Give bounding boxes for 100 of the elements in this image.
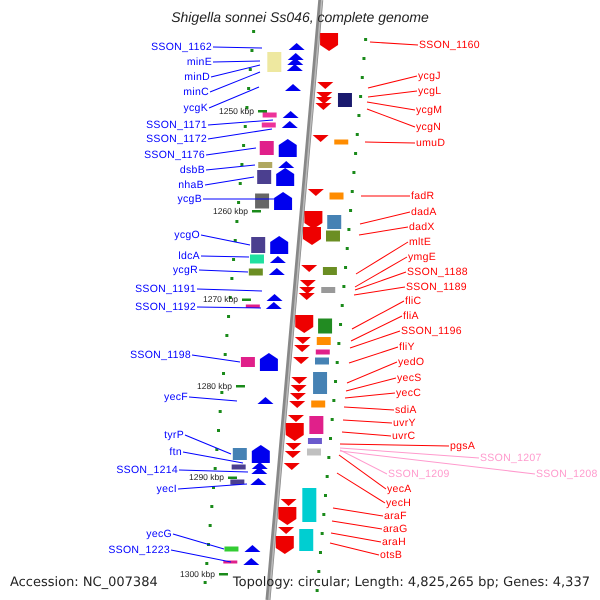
scale-label: 1290 kbp xyxy=(189,473,224,482)
leader-line xyxy=(206,164,256,170)
gene-label: pgsA xyxy=(450,440,476,452)
scale-label: 1270 kbp xyxy=(203,295,238,304)
gene-label: minE xyxy=(186,56,212,68)
gene-label: yecC xyxy=(396,387,422,399)
scale-label: 1250 kbp xyxy=(219,106,254,116)
leader-line xyxy=(212,46,262,48)
gene-label: minD xyxy=(184,71,210,83)
gene-label: uvrY xyxy=(393,417,416,429)
leader-line xyxy=(170,550,232,562)
leader-line xyxy=(340,450,536,474)
gene-label: SSON_1208 xyxy=(536,468,598,480)
gene-label: ldcA xyxy=(178,250,200,262)
leader-line xyxy=(366,102,416,110)
gene-label: ycgJ xyxy=(418,70,441,82)
gene-label: SSON_1223 xyxy=(108,544,170,556)
leader-line xyxy=(340,450,388,474)
scale-label: 1260 kbp xyxy=(213,206,248,216)
gene-label: fliC xyxy=(405,295,422,307)
leader-line xyxy=(212,60,260,62)
leader-line xyxy=(370,42,418,46)
gene-label: SSON_1198 xyxy=(130,349,191,361)
leader-line xyxy=(192,354,240,362)
gene-label: SSON_1196 xyxy=(401,325,462,337)
leader-line xyxy=(182,452,244,464)
gene-label: araH xyxy=(382,536,406,548)
leader-line xyxy=(354,256,408,288)
gene-label: yecG xyxy=(146,528,172,540)
leader-line xyxy=(196,306,262,308)
leader-line xyxy=(210,72,260,92)
gene-label: SSON_1191 xyxy=(135,283,196,295)
leader-line xyxy=(206,148,256,156)
leader-line xyxy=(350,330,400,348)
leader-line xyxy=(188,396,238,402)
gene-label: araG xyxy=(383,523,408,535)
leader-line xyxy=(208,120,274,126)
leader-line xyxy=(344,392,396,398)
leader-line xyxy=(198,270,248,272)
leader-line xyxy=(202,198,274,200)
leader-line xyxy=(348,346,398,364)
leader-line xyxy=(332,520,382,530)
gene-label: uvrC xyxy=(392,430,416,442)
leader-line xyxy=(354,272,406,290)
gene-label: SSON_1192 xyxy=(135,301,196,313)
leader-line xyxy=(352,300,404,330)
gene-label: yecF xyxy=(164,391,188,403)
leader-line xyxy=(346,362,398,384)
gene-label: minC xyxy=(183,86,209,98)
gene-label: SSON_1189 xyxy=(406,281,467,293)
leader-line xyxy=(178,484,248,490)
gene-label: yecS xyxy=(397,372,422,384)
leader-line xyxy=(332,508,384,516)
genome-summary-text: Topology: circular; Length: 4,825,265 bp; Genes: 4,337 xyxy=(232,574,590,590)
leader-line xyxy=(368,76,418,88)
leader-line xyxy=(368,90,418,98)
leader-line xyxy=(210,64,260,78)
gene-label: fliA xyxy=(403,310,419,322)
gene-label: otsB xyxy=(380,549,402,561)
gene-label: fadR xyxy=(411,190,434,202)
gene-label: SSON_1171 xyxy=(146,119,207,131)
gene-label: ycgM xyxy=(416,104,442,116)
gene-label: yedO xyxy=(398,356,424,368)
leader-line xyxy=(366,108,416,128)
leader-line xyxy=(364,142,416,144)
gene-label: sdiA xyxy=(395,404,417,416)
gene-label: SSON_1209 xyxy=(388,468,450,480)
leader-line xyxy=(330,542,380,556)
leader-line xyxy=(204,176,254,186)
gene-label: araF xyxy=(384,510,407,522)
gene-label: SSON_1172 xyxy=(146,133,207,145)
leader-line xyxy=(336,472,386,504)
gene-label: ymgE xyxy=(408,251,436,263)
leader-line xyxy=(354,286,406,296)
leader-line xyxy=(346,378,396,392)
gene-label: ycgR xyxy=(172,264,198,276)
scale-label: 1280 kbp xyxy=(197,382,232,390)
gene-label: ycgL xyxy=(418,85,442,97)
leader-line xyxy=(342,420,392,424)
gene-label: SSON_1207 xyxy=(480,452,542,464)
gene-label: SSON_1188 xyxy=(407,266,468,278)
gene-label: yecA xyxy=(387,483,412,495)
gene-label: ycgK xyxy=(183,102,208,114)
gene-label: ycgN xyxy=(416,121,442,133)
gene-label: dadA xyxy=(411,206,437,218)
gene-label: yecI xyxy=(156,483,177,495)
gene-label: SSON_1214 xyxy=(116,464,178,476)
gene-label: dadX xyxy=(409,221,435,233)
leader-line xyxy=(344,406,394,410)
leader-line xyxy=(330,532,382,542)
leader-line xyxy=(208,128,272,140)
leader-line xyxy=(200,234,250,246)
leader-line xyxy=(350,316,402,342)
gene-label: SSON_1160 xyxy=(419,39,480,51)
gene-label: ycgB xyxy=(177,193,202,205)
gene-label: dsbB xyxy=(180,164,205,176)
leader-line xyxy=(184,434,232,454)
gene-label: mltE xyxy=(409,236,432,248)
leader-line xyxy=(172,534,224,550)
gene-label: tyrP xyxy=(164,429,184,441)
